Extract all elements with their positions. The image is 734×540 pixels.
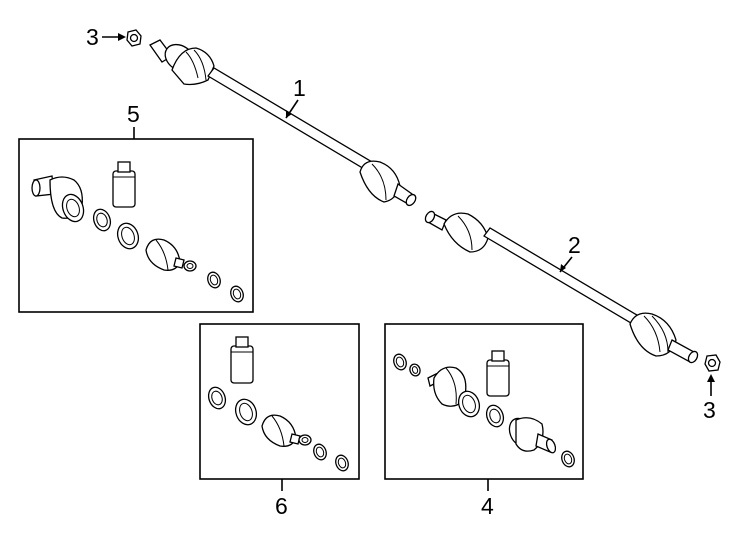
callout-3-right: 3 — [703, 397, 716, 423]
kit-5-parts — [31, 161, 244, 303]
callout-3-left: 3 — [86, 24, 99, 50]
axle-shaft-1 — [149, 39, 417, 207]
cv-boot-icon — [145, 238, 185, 271]
cv-boot-icon — [427, 366, 467, 407]
kit-box-6 — [199, 323, 360, 480]
cv-boot-icon — [261, 414, 301, 447]
grease-bottle-icon — [230, 336, 254, 384]
kit-6-parts — [207, 336, 349, 472]
callout-2: 2 — [568, 232, 581, 258]
grease-bottle-icon — [112, 161, 136, 208]
kit-4-parts — [393, 350, 575, 468]
cv-joint-icon — [508, 417, 557, 454]
callout-6: 6 — [275, 493, 288, 519]
kit-box-4 — [384, 323, 584, 480]
hub-nut-right — [704, 354, 721, 372]
axle-shaft-2 — [424, 210, 699, 364]
callout-4: 4 — [481, 493, 494, 519]
callout-5: 5 — [127, 101, 140, 127]
hub-nut-left — [126, 29, 142, 47]
callout-1: 1 — [293, 75, 306, 101]
grease-bottle-icon — [486, 350, 510, 397]
